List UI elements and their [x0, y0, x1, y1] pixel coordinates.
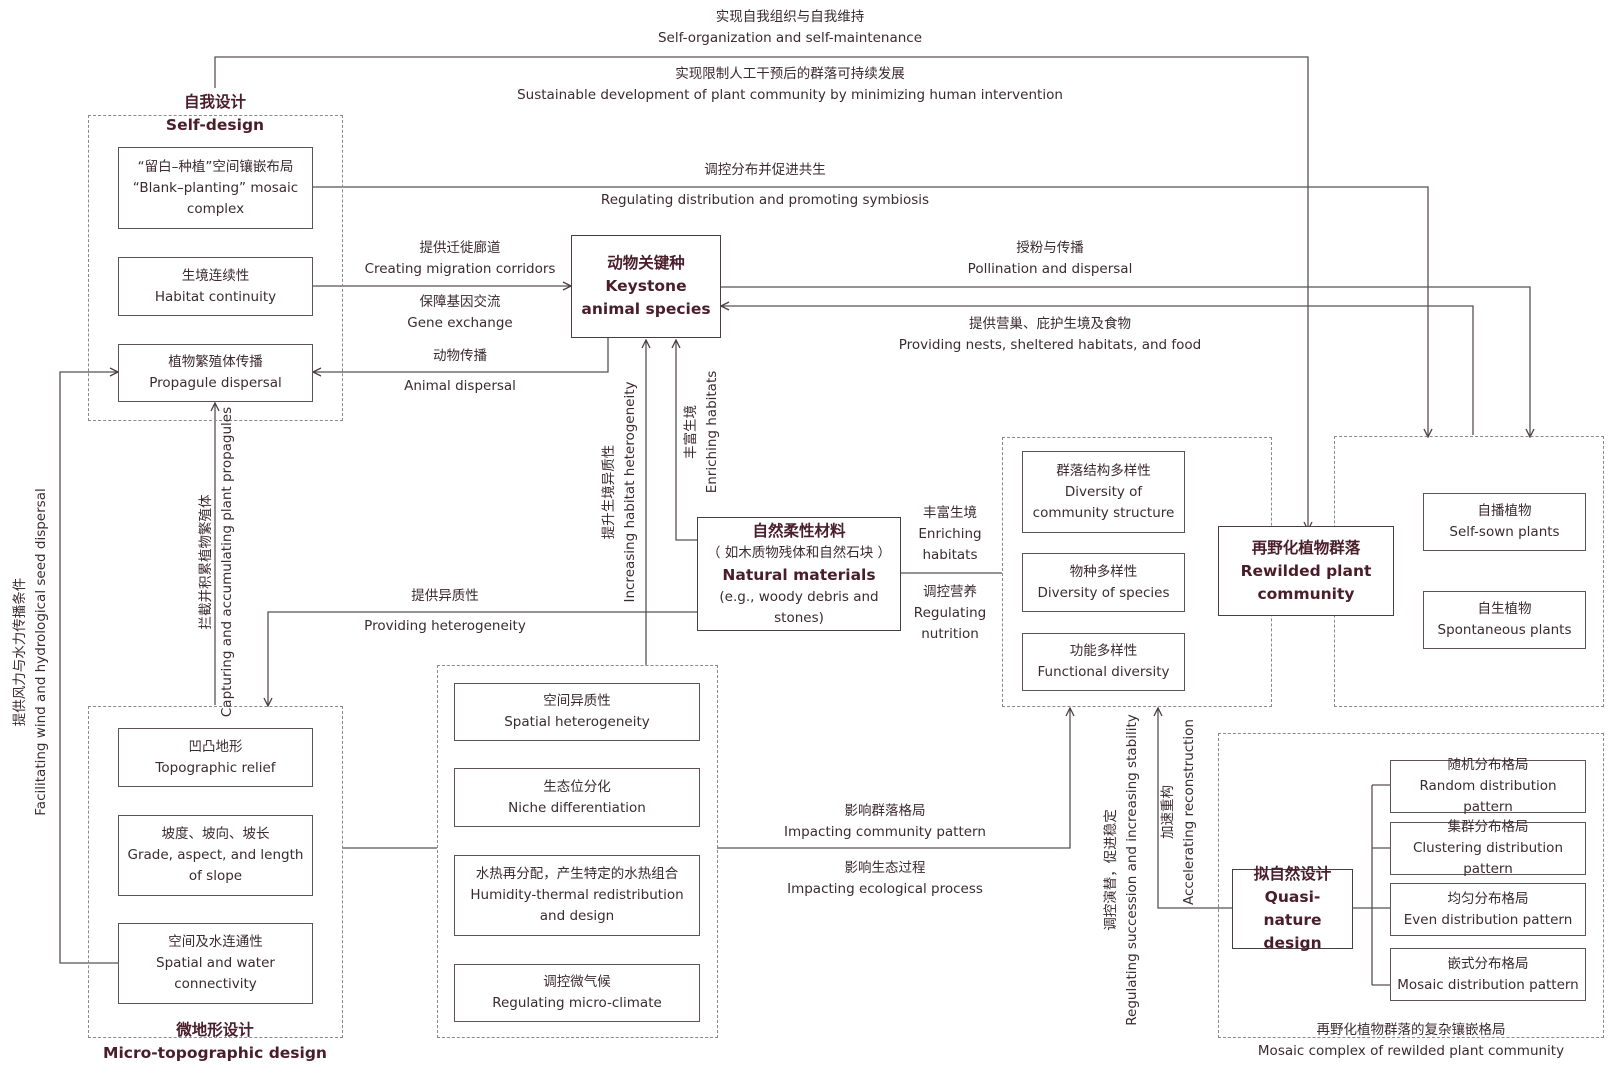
line-self-organization: [214, 56, 1308, 530]
self-design-group: [88, 115, 343, 421]
regulating-symbiosis-en: Regulating distribution and promoting sy…: [600, 192, 930, 208]
animal-dispersal-zh: 动物传播: [433, 348, 487, 364]
line-enriching-habitats: [676, 340, 697, 541]
line-providing-heterogeneity: [268, 611, 697, 706]
line-quasi-branch: [1353, 784, 1390, 986]
natural-materials-box: 自然柔性材料 （ 如木质物残体和自然石块 ） Natural materials…: [697, 517, 901, 631]
line-facilitating: [59, 372, 118, 964]
line-accelerating: [1158, 708, 1232, 909]
quasi-nature-group: [1218, 733, 1604, 1038]
providing-heterogeneity-zh: 提供异质性: [411, 588, 479, 604]
providing-heterogeneity-en: Providing heterogeneity: [364, 618, 526, 634]
middle-topography-group: [437, 665, 718, 1038]
blank-planting-box: “留白–种植”空间镶嵌布局“Blank–planting” mosaic com…: [118, 147, 313, 229]
line-animal-dispersal: [313, 338, 609, 372]
line-pollination: [720, 286, 1530, 437]
regulating-symbiosis-zh: 调控分布并促进共生: [704, 162, 826, 178]
line-nests: [721, 306, 1474, 435]
line-impacting: [717, 708, 1070, 849]
micro-topographic-group: [88, 706, 343, 1038]
line-regulating-distribution: [313, 186, 1428, 437]
animal-dispersal-en: Animal dispersal: [404, 378, 516, 394]
